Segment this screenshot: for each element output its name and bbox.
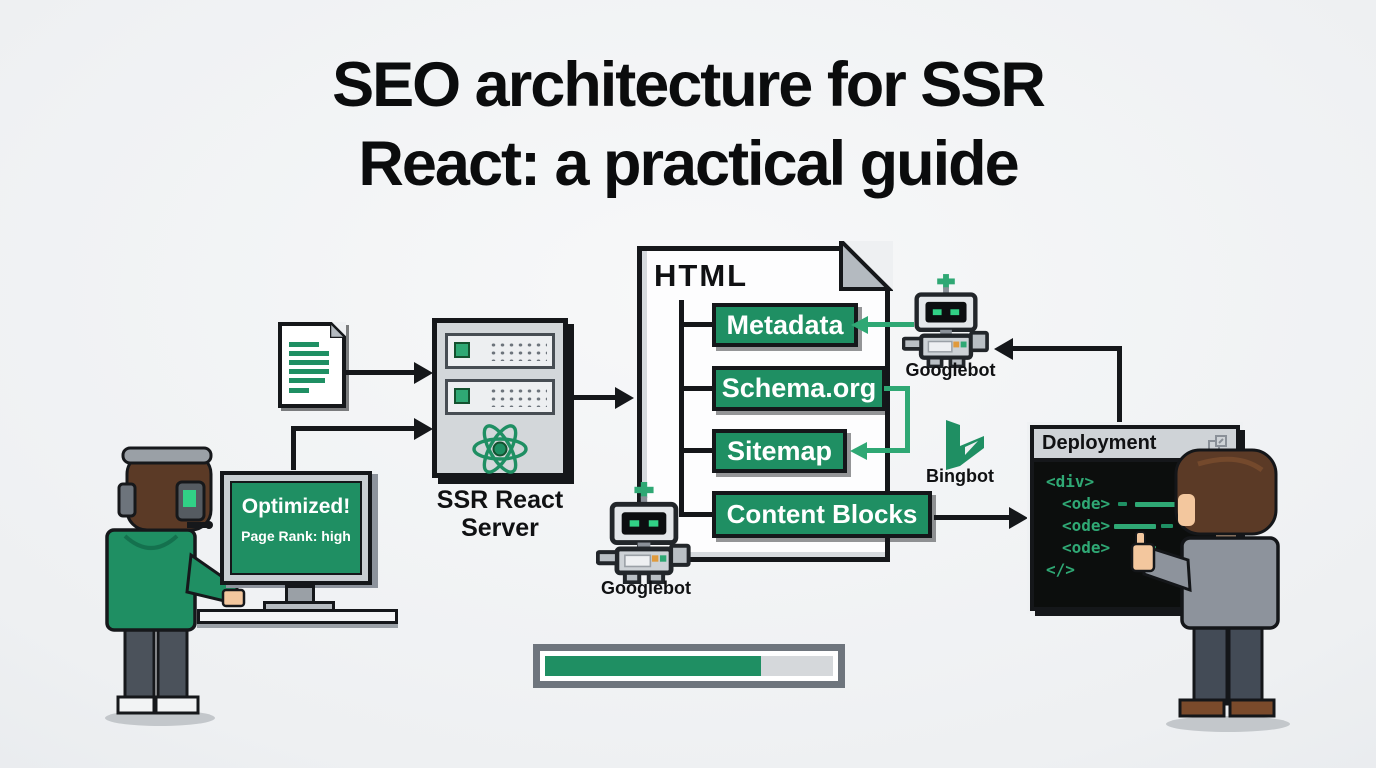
progress-fill bbox=[545, 656, 761, 676]
deployment-title: Deployment bbox=[1042, 432, 1157, 454]
deployment-code: <div> <ode> <ode> <ode> </> bbox=[1034, 462, 1236, 581]
arrow-content-to-deployment bbox=[934, 515, 1010, 520]
arrow-doc-to-server bbox=[345, 370, 415, 375]
tree-branch-line bbox=[679, 386, 714, 391]
code-dash bbox=[1114, 523, 1157, 529]
arrowhead-schema-to-sitemap bbox=[850, 442, 867, 460]
tree-branch-line bbox=[679, 322, 714, 327]
arrow-googlebot-to-metadata bbox=[866, 322, 914, 327]
bingbot-icon bbox=[946, 420, 984, 470]
react-logo-icon bbox=[472, 424, 528, 474]
arrow-schema-bracket-top bbox=[884, 386, 910, 391]
googlebot-top-label: Googlebot bbox=[905, 360, 996, 380]
code-line: <div> bbox=[1046, 472, 1095, 491]
html-label: HTML bbox=[654, 258, 749, 293]
vent-dots bbox=[489, 387, 547, 407]
chip-icon bbox=[454, 342, 470, 358]
arrow-deployment-up bbox=[1117, 346, 1122, 426]
arrowhead-googlebot-to-metadata bbox=[851, 316, 868, 334]
arrow-schema-bracket-bottom bbox=[866, 448, 910, 453]
arrow-deployment-to-googlebot bbox=[1012, 346, 1122, 351]
monitor: Optimized! Page Rank: high bbox=[220, 471, 372, 585]
code-dash bbox=[1118, 502, 1128, 506]
title-line-2: React: a practical guide bbox=[358, 129, 1019, 200]
arrowhead-deployment-to-googlebot bbox=[994, 338, 1013, 360]
code-line: <ode> bbox=[1046, 493, 1236, 515]
vent-dots bbox=[489, 341, 547, 361]
monitor-screen: Optimized! Page Rank: high bbox=[230, 481, 362, 575]
desk bbox=[197, 609, 398, 624]
code-line: </> bbox=[1046, 560, 1075, 579]
monitor-status-text: Optimized! bbox=[241, 495, 351, 518]
progress-bar bbox=[533, 644, 845, 688]
code-dash bbox=[1161, 524, 1174, 528]
arrow-server-to-html bbox=[572, 395, 616, 400]
server-rack-unit bbox=[445, 379, 555, 415]
page-fold-icon bbox=[839, 241, 893, 293]
developer-left-figure bbox=[105, 446, 246, 726]
code-dash bbox=[1135, 501, 1188, 507]
chip-icon bbox=[454, 388, 470, 404]
googlebot-icon bbox=[902, 274, 990, 368]
arrowhead-doc-to-server bbox=[414, 362, 433, 384]
monitor-pagerank-text: Page Rank: high bbox=[241, 528, 351, 544]
arrow-monitor-to-server bbox=[291, 426, 414, 431]
title-line-1: SEO architecture for SSR bbox=[332, 50, 1046, 120]
code-line: <ode> bbox=[1046, 515, 1236, 537]
server-rack-unit bbox=[445, 333, 555, 369]
arrowhead-server-to-html bbox=[615, 387, 634, 409]
arrow-schema-bracket-side bbox=[905, 386, 910, 453]
bingbot-label: Bingbot bbox=[926, 466, 994, 486]
server-label: SSR React Server bbox=[436, 486, 564, 542]
tree-branch-line bbox=[679, 448, 714, 453]
block-schema-org: Schema.org bbox=[712, 366, 886, 411]
tree-branch-line bbox=[679, 512, 714, 517]
progress-track bbox=[545, 656, 833, 676]
page-title: SEO architecture for SSR React: a practi… bbox=[0, 46, 1376, 205]
block-sitemap: Sitemap bbox=[712, 429, 847, 473]
arrowhead-monitor-to-server bbox=[414, 418, 433, 440]
developer-right-figure bbox=[1130, 448, 1290, 732]
document-icon bbox=[278, 322, 346, 408]
block-metadata: Metadata bbox=[712, 303, 858, 347]
page-fold-icon bbox=[330, 322, 346, 338]
arrow-monitor-elbow bbox=[291, 426, 296, 470]
server-icon bbox=[432, 318, 568, 478]
block-content-blocks: Content Blocks bbox=[712, 491, 932, 538]
googlebot-bottom-label: Googlebot bbox=[601, 578, 691, 598]
arrowhead-content-to-deployment bbox=[1009, 507, 1028, 529]
googlebot-icon bbox=[596, 482, 692, 584]
deployment-titlebar: Deployment bbox=[1034, 429, 1236, 462]
tree-trunk-line bbox=[679, 300, 684, 517]
